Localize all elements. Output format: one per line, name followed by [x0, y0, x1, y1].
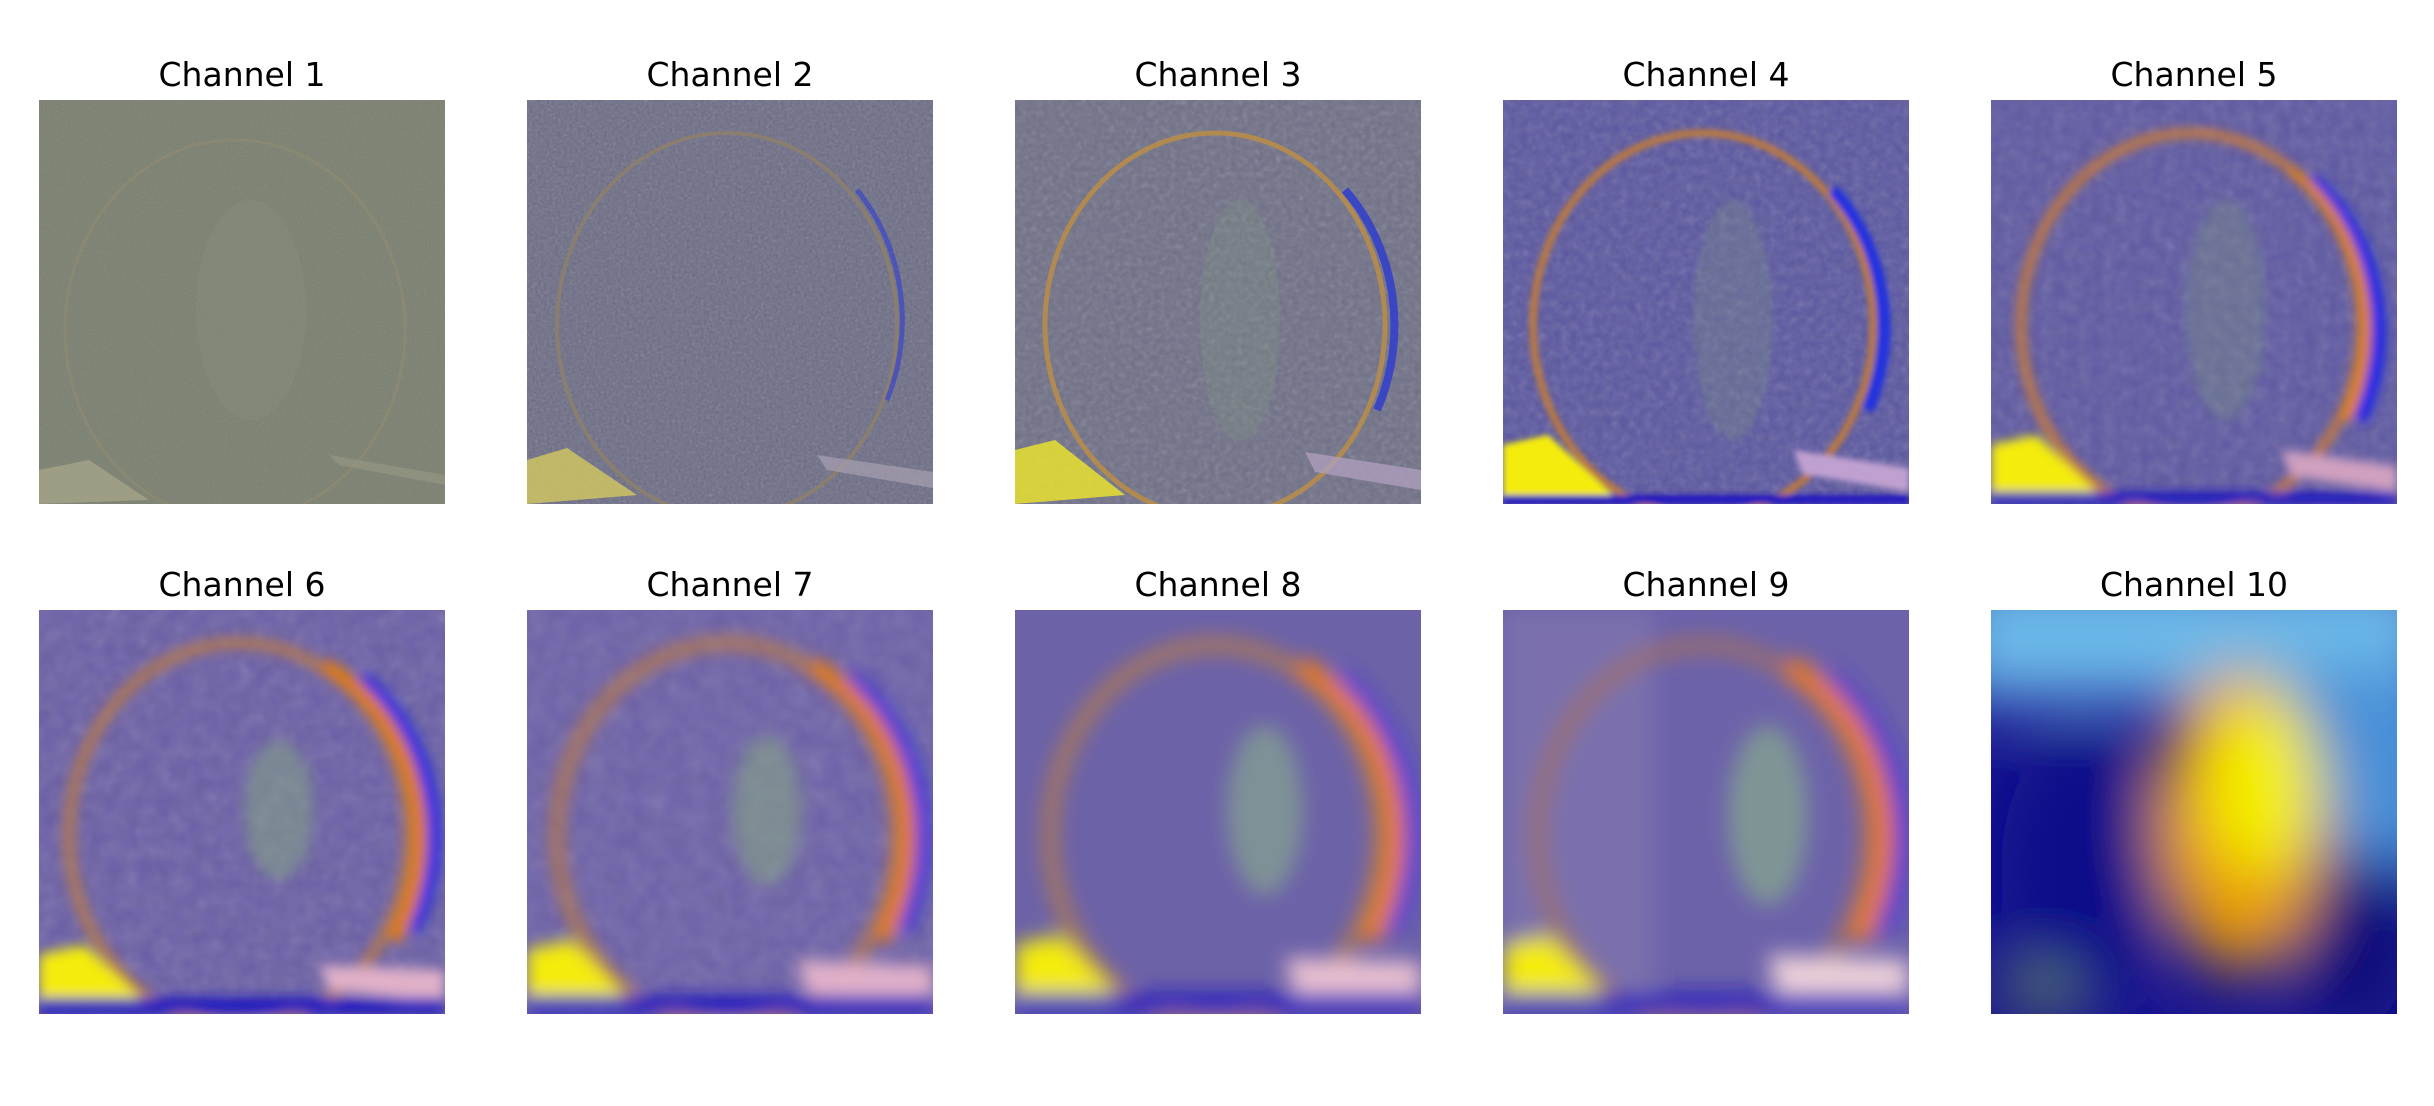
panel-title: Channel 4	[1622, 55, 1790, 94]
channel-1-image	[39, 100, 445, 504]
channel-2-image	[527, 100, 933, 504]
channel-10-image	[1991, 610, 2397, 1014]
panel-title: Channel 1	[158, 55, 326, 94]
panel-title: Channel 3	[1134, 55, 1302, 94]
channel-9-panel: Channel 9	[1503, 563, 1909, 1023]
channel-3-panel: Channel 3	[1015, 53, 1421, 513]
channel-4-panel: Channel 4	[1503, 53, 1909, 513]
channel-7-image	[527, 610, 933, 1014]
channel-8-panel: Channel 8	[1015, 563, 1421, 1023]
channel-5-image	[1991, 100, 2397, 504]
panel-title: Channel 8	[1134, 565, 1302, 604]
channel-8-image	[1015, 610, 1421, 1014]
channel-9-image	[1503, 610, 1909, 1014]
panel-title: Channel 9	[1622, 565, 1790, 604]
channel-10-panel: Channel 10	[1991, 563, 2397, 1023]
channel-3-image	[1015, 100, 1421, 504]
panel-title: Channel 10	[2100, 565, 2288, 604]
panel-title: Channel 5	[2110, 55, 2278, 94]
channel-1-panel: Channel 1	[39, 53, 445, 513]
channel-2-panel: Channel 2	[527, 53, 933, 513]
channel-4-image	[1503, 100, 1909, 504]
channel-7-panel: Channel 7	[527, 563, 933, 1023]
channel-6-panel: Channel 6	[39, 563, 445, 1023]
channel-6-image	[39, 610, 445, 1014]
panel-title: Channel 6	[158, 565, 326, 604]
panel-title: Channel 7	[646, 565, 814, 604]
panel-title: Channel 2	[646, 55, 814, 94]
channel-5-panel: Channel 5	[1991, 53, 2397, 513]
